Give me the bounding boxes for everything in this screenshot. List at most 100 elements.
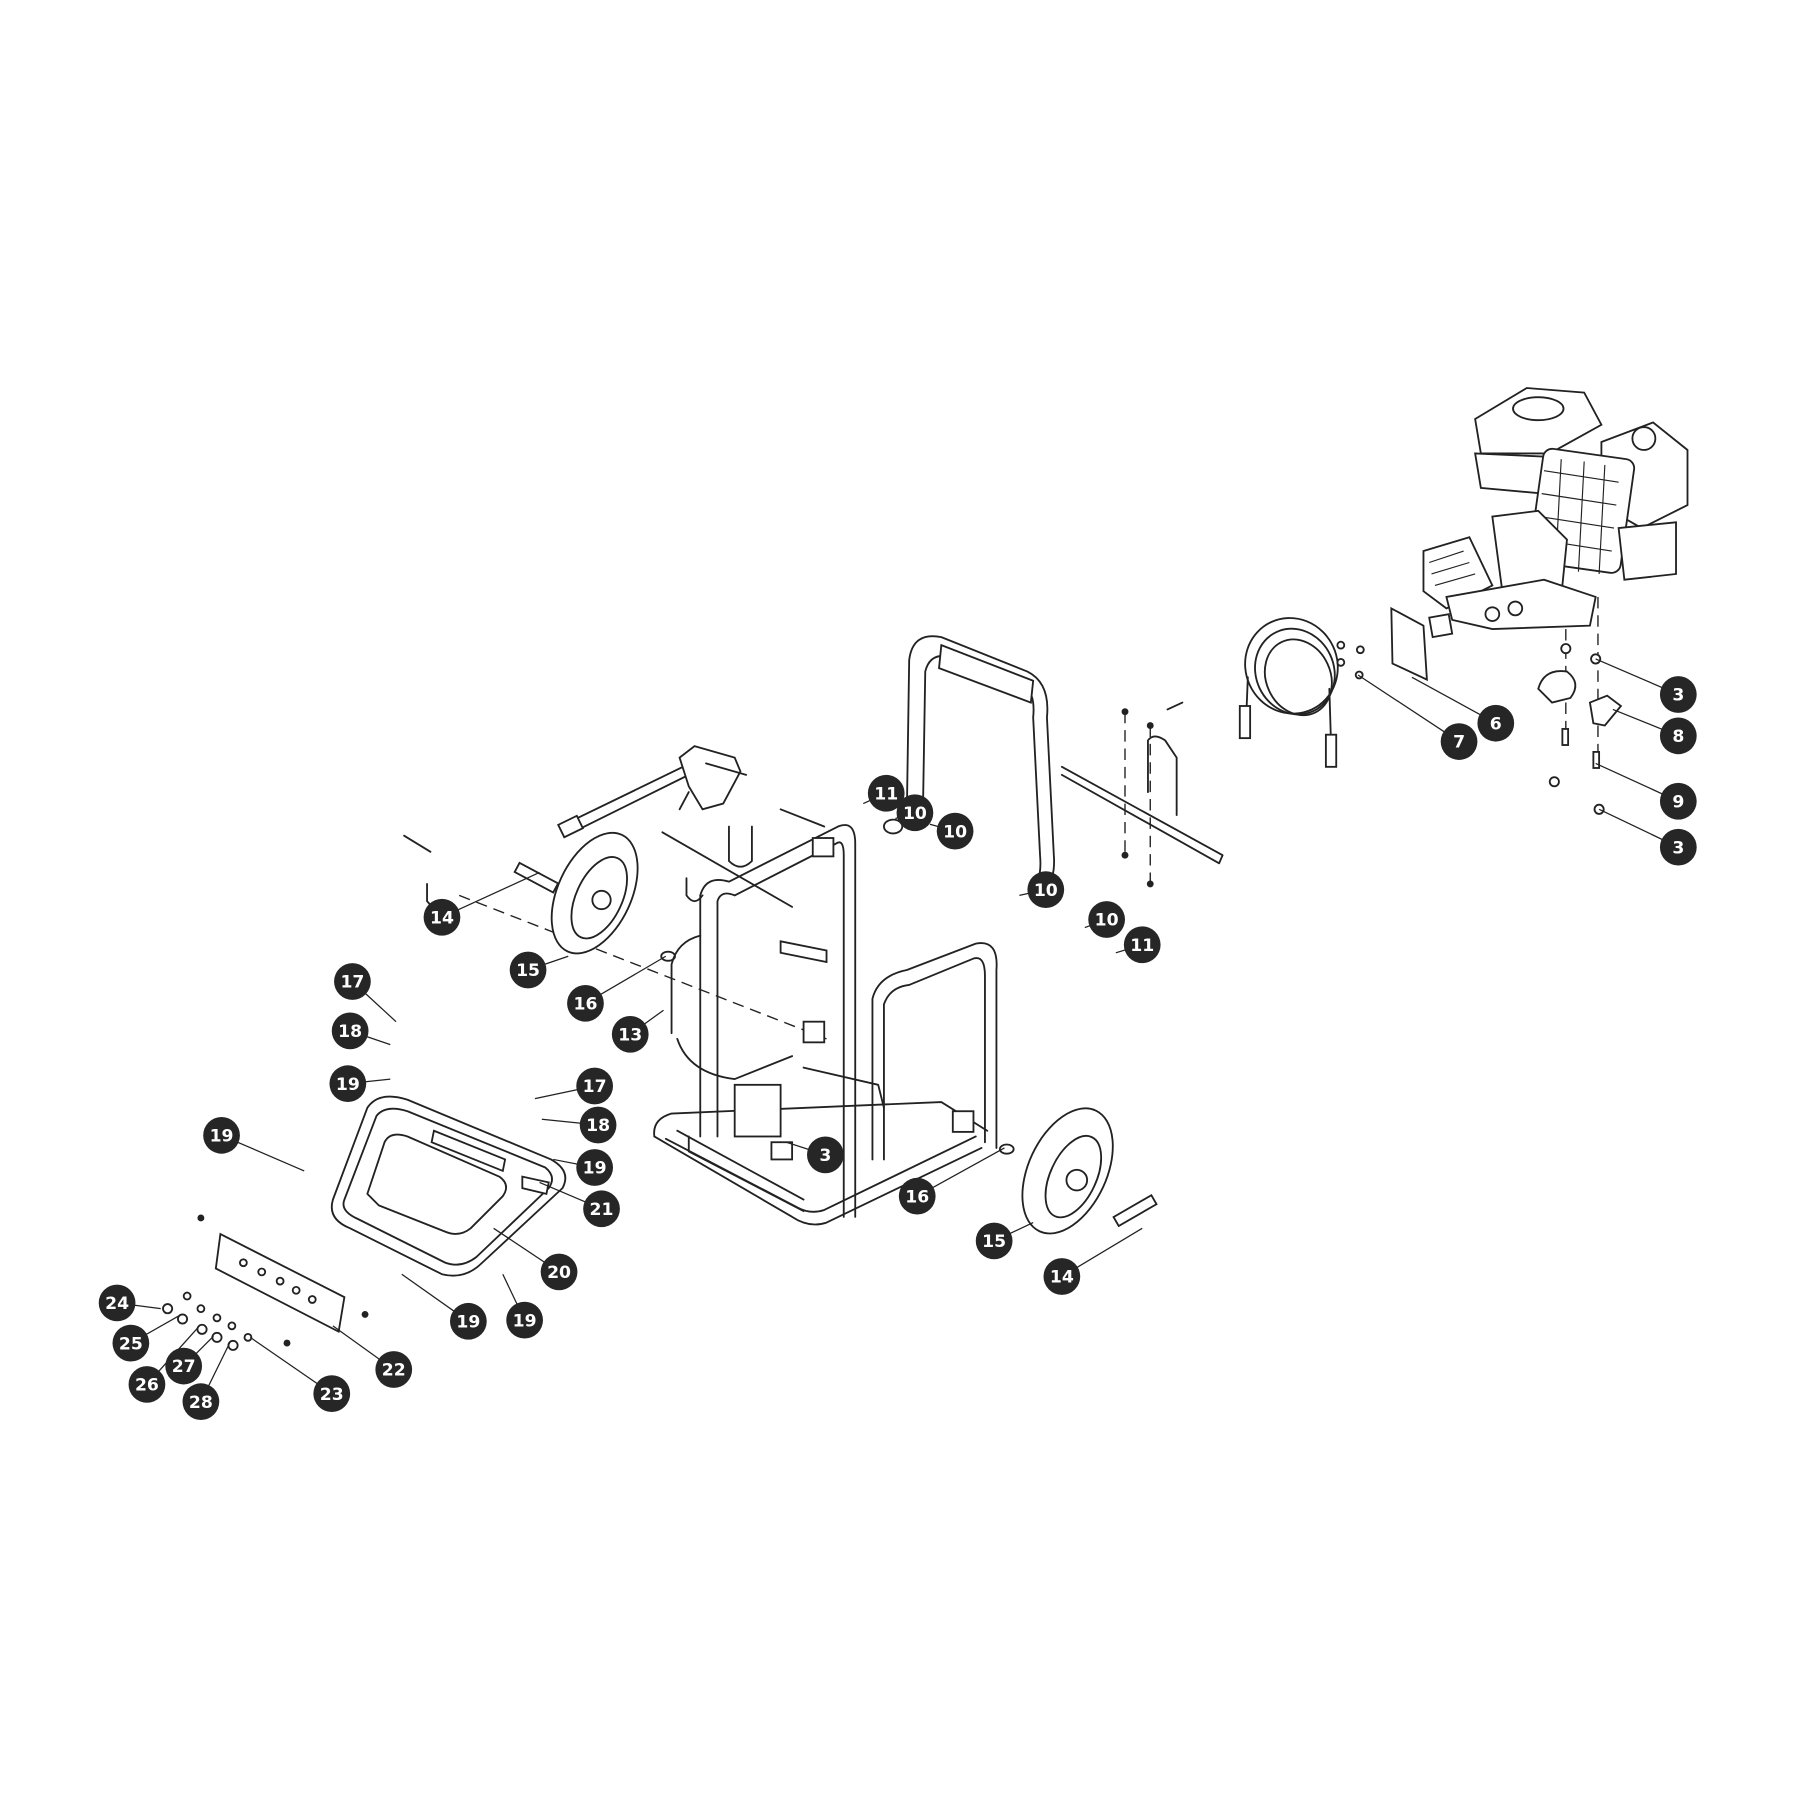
callout-28: 28 xyxy=(182,1342,231,1421)
callout-badge xyxy=(579,1106,617,1144)
callout-number: 14 xyxy=(1050,1268,1074,1288)
callout-number: 25 xyxy=(119,1334,143,1354)
callout-badge xyxy=(1088,901,1125,938)
callout-number: 28 xyxy=(189,1393,213,1413)
callout-11: 11 xyxy=(863,774,905,812)
callout-badge xyxy=(576,1149,614,1186)
callout-badge xyxy=(331,1012,369,1050)
callout-19: 19 xyxy=(329,1065,391,1103)
callout-27: 27 xyxy=(165,1335,214,1385)
callout-number: 19 xyxy=(513,1311,537,1331)
callout-number: 3 xyxy=(1672,838,1684,858)
callout-badge xyxy=(112,1324,150,1362)
callout-number: 15 xyxy=(516,961,540,981)
callout-21: 21 xyxy=(539,1181,620,1228)
callout-number: 6 xyxy=(1490,714,1502,734)
callout-badge xyxy=(1659,676,1697,713)
callout-number: 11 xyxy=(1130,936,1154,956)
callout-number: 16 xyxy=(573,994,597,1014)
callout-number: 11 xyxy=(874,784,898,804)
callout-badge xyxy=(540,1253,578,1291)
callout-badge xyxy=(807,1136,844,1174)
callout-badge xyxy=(583,1190,620,1228)
callout-14: 14 xyxy=(1043,1227,1143,1295)
callout-badge xyxy=(313,1375,351,1412)
callout-badge xyxy=(1027,871,1065,909)
callout-number: 24 xyxy=(105,1294,129,1314)
callout-number: 8 xyxy=(1672,727,1684,747)
high-pressure-hose xyxy=(1238,617,1339,768)
callout-number: 3 xyxy=(1672,686,1684,706)
axle-right xyxy=(1112,1193,1158,1228)
fittings xyxy=(162,1214,369,1351)
callout-9: 9 xyxy=(1595,762,1697,820)
callout-number: 22 xyxy=(382,1361,406,1381)
callout-25: 25 xyxy=(112,1313,182,1362)
shield-plate xyxy=(1390,606,1428,682)
callout-badge xyxy=(1123,926,1161,964)
leader-line xyxy=(1357,674,1460,743)
callout-18: 18 xyxy=(331,1012,391,1050)
callout-19: 19 xyxy=(502,1273,543,1339)
callout-19: 19 xyxy=(553,1149,614,1186)
callout-13: 13 xyxy=(611,1009,664,1053)
callout-15: 15 xyxy=(975,1222,1034,1260)
callout-15: 15 xyxy=(509,951,569,989)
callout-3: 3 xyxy=(1595,658,1697,713)
callout-17: 17 xyxy=(534,1067,614,1105)
callout-8: 8 xyxy=(1612,708,1697,755)
callout-number: 9 xyxy=(1672,792,1684,812)
callout-badge xyxy=(1440,723,1478,760)
callout-badge xyxy=(1659,782,1697,820)
callout-badge xyxy=(936,812,974,850)
callout-3: 3 xyxy=(786,1136,844,1174)
control-plate xyxy=(214,1232,346,1334)
callout-26: 26 xyxy=(128,1327,198,1403)
callout-badge xyxy=(375,1351,413,1388)
callout-badge xyxy=(898,1177,936,1215)
callout-number: 16 xyxy=(905,1187,929,1207)
callout-number: 10 xyxy=(1095,911,1119,931)
callout-badge xyxy=(975,1222,1013,1260)
callout-10: 10 xyxy=(1019,871,1065,909)
callout-badge xyxy=(867,774,905,812)
callout-6: 6 xyxy=(1411,676,1515,742)
callout-number: 18 xyxy=(586,1116,610,1136)
callout-19: 19 xyxy=(401,1273,487,1340)
callout-badge xyxy=(98,1284,136,1322)
gun-holder-bar xyxy=(1060,701,1224,888)
main-frame xyxy=(653,824,998,1226)
callout-badge xyxy=(423,898,461,936)
callout-number: 27 xyxy=(172,1357,196,1377)
callout-10: 10 xyxy=(929,812,974,850)
callout-number: 13 xyxy=(618,1025,642,1045)
callout-badge xyxy=(1477,704,1515,742)
callout-number: 26 xyxy=(135,1376,159,1396)
callout-18: 18 xyxy=(541,1106,617,1144)
callout-badge xyxy=(611,1015,649,1053)
callout-badge xyxy=(509,951,547,989)
callout-11: 11 xyxy=(1115,926,1161,964)
callout-number: 19 xyxy=(456,1312,480,1332)
callout-badge xyxy=(567,984,604,1022)
callout-24: 24 xyxy=(98,1284,161,1322)
wheel-right xyxy=(1021,1107,1114,1235)
callout-number: 15 xyxy=(982,1232,1006,1252)
callout-badge xyxy=(334,963,371,1000)
callout-number: 19 xyxy=(336,1075,360,1095)
callout-17: 17 xyxy=(334,963,397,1023)
callout-badge xyxy=(203,1116,240,1154)
callout-number: 10 xyxy=(943,822,967,842)
callout-22: 22 xyxy=(332,1325,413,1388)
callout-20: 20 xyxy=(493,1227,578,1291)
callout-16: 16 xyxy=(567,955,667,1022)
callout-number: 10 xyxy=(903,804,927,824)
callout-10: 10 xyxy=(1084,901,1125,938)
callout-badge xyxy=(165,1347,203,1385)
front-panel xyxy=(330,1095,567,1277)
callout-number: 14 xyxy=(430,908,454,928)
callout-3: 3 xyxy=(1598,808,1697,866)
callout-7: 7 xyxy=(1357,674,1478,760)
